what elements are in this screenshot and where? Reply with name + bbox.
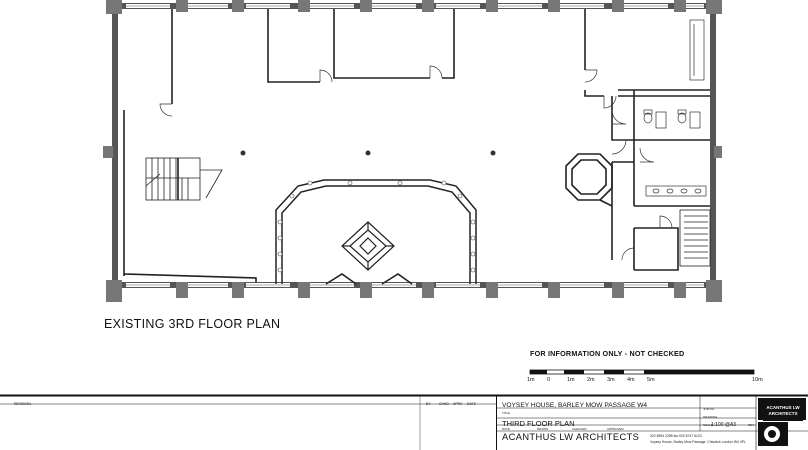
columns xyxy=(240,150,496,156)
stair-right xyxy=(679,209,711,267)
revision-label: REVISION xyxy=(14,402,31,406)
scale-bar xyxy=(529,369,755,375)
title-block: VOYSEY HOUSE, BARLEY MOW PASSAGE W4 TITL… xyxy=(497,396,808,450)
octagon-room xyxy=(275,179,477,284)
label-title: TITLE xyxy=(502,411,511,415)
scale-label-6: 5m xyxy=(647,377,655,383)
stair-left xyxy=(145,157,223,201)
firm-address: Voysey House, Barley Mow Passage, Chiswi… xyxy=(650,440,746,444)
revision-panel: REVISION BY CHKD APRV DATE xyxy=(0,396,496,450)
round-lobby xyxy=(565,153,634,207)
rev-col-chkd: CHKD xyxy=(439,402,449,406)
scale-label-7: 10m xyxy=(752,377,763,383)
rev-col-aprv: APRV xyxy=(453,402,463,406)
scale-label-5: 4m xyxy=(627,377,635,383)
skylight xyxy=(341,221,395,271)
firm-contact: 020 8994 2288 fax 020 8747 6123 xyxy=(650,434,702,438)
label-drawing: DRAWING xyxy=(703,415,718,419)
scale-label-1: 0 xyxy=(547,377,551,383)
label-checked: CHECKED xyxy=(572,427,587,431)
drawing-scale: 1:100 @A3 xyxy=(711,422,737,428)
door-swings xyxy=(159,65,673,261)
rev-col-date: DATE xyxy=(467,402,477,406)
firm-name: ACANTHUS LW ARCHITECTS xyxy=(502,432,640,442)
firm-logo: ACANTHUS LW ARCHITECTS xyxy=(763,402,803,421)
windows-top xyxy=(126,4,704,287)
plan-title: EXISTING 3RD FLOOR PLAN xyxy=(104,317,281,331)
label-rev: REV xyxy=(748,423,755,427)
window-lines xyxy=(118,5,710,286)
label-job-no: JOB NO. xyxy=(703,407,716,411)
drawing-title: THIRD FLOOR PLAN xyxy=(502,419,575,428)
floor-plan-drawing xyxy=(103,0,722,302)
octagon-windows xyxy=(277,180,476,273)
rev-col-by: BY xyxy=(426,402,431,406)
external-walls xyxy=(112,3,716,288)
scale-label-2: 1m xyxy=(567,377,575,383)
partitions xyxy=(123,9,710,282)
label-scale: SCALE xyxy=(703,423,713,427)
label-date: DATE xyxy=(502,427,510,431)
info-note: FOR INFORMATION ONLY - NOT CHECKED xyxy=(530,349,685,358)
scale-label-4: 3m xyxy=(607,377,615,383)
label-drawn: DRAWN xyxy=(537,427,549,431)
triangles xyxy=(325,273,413,285)
sanitary xyxy=(643,19,707,197)
piers xyxy=(103,0,722,302)
label-approved: APPROVED xyxy=(607,427,624,431)
scale-label-0: 1m xyxy=(527,377,535,383)
scale-label-3: 2m xyxy=(587,377,595,383)
project-name: VOYSEY HOUSE, BARLEY MOW PASSAGE W4 xyxy=(502,402,648,409)
